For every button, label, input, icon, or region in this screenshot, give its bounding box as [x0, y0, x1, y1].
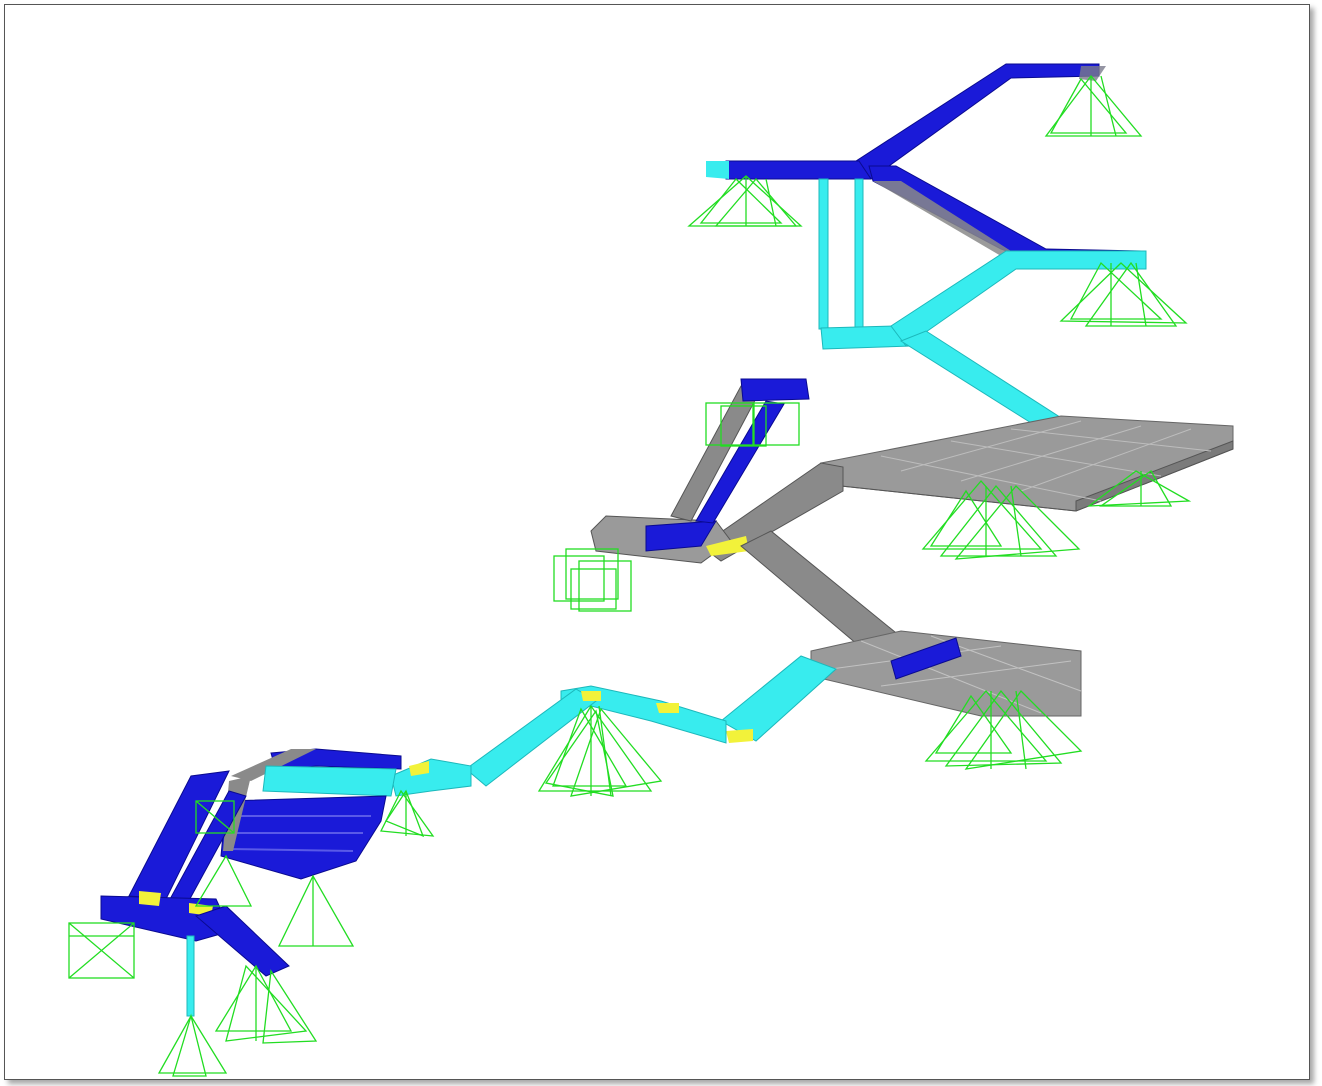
support-pyramid-8 — [379, 789, 435, 838]
ll-flight-c[interactable] — [195, 905, 290, 977]
bridge-seg-2[interactable] — [465, 688, 597, 787]
lower-cyan-release — [726, 729, 753, 743]
cyan-bridge[interactable] — [390, 685, 727, 797]
left-mid-landing-blue[interactable] — [645, 520, 717, 552]
ll-cyan-column[interactable] — [186, 935, 195, 1017]
support-pyramid-10 — [194, 854, 253, 907]
left-mid-release — [706, 536, 749, 556]
top-stair-assembly[interactable] — [706, 63, 1147, 427]
ll-steps-blue[interactable] — [220, 795, 387, 880]
mid-blue-flight[interactable] — [695, 400, 785, 524]
structure-3d-view[interactable] — [5, 5, 1309, 1079]
lower-gray-slab-assembly[interactable] — [720, 630, 1082, 743]
support-box-1 — [705, 402, 800, 447]
support-pyramid-3 — [1059, 261, 1188, 327]
ll-step-lines — [228, 815, 371, 852]
top-flight-right-shade — [1079, 66, 1106, 81]
upper-slab-grid — [880, 420, 1212, 502]
top-landing-left-tip — [706, 161, 729, 179]
bridge-seg-3[interactable] — [390, 758, 472, 797]
support-pyramid-2 — [687, 175, 803, 227]
support-pyramid-12 — [157, 1013, 228, 1077]
lower-left-assembly[interactable] — [100, 748, 402, 1017]
bridge-release-a — [581, 691, 601, 701]
top-column-b[interactable] — [854, 178, 864, 330]
top-flight-right[interactable] — [855, 63, 1100, 180]
top-landing-left[interactable] — [725, 160, 872, 180]
ll-base-release — [139, 891, 161, 906]
bridge-release-c — [409, 761, 429, 776]
support-pyramid-1 — [1044, 74, 1143, 137]
support-box-3 — [195, 800, 235, 834]
upper-gray-slab-assembly[interactable] — [590, 378, 1234, 657]
support-pyramid-4 — [921, 480, 1081, 560]
top-column-a[interactable] — [818, 178, 829, 330]
support-pyramid-7 — [537, 704, 663, 797]
top-cyan-flight-up[interactable] — [890, 250, 1147, 347]
bridge-release-b — [656, 703, 679, 713]
mid-top-block[interactable] — [740, 378, 810, 402]
ll-gray-edge — [231, 749, 316, 781]
support-box-2 — [553, 548, 632, 612]
supports — [68, 74, 1192, 1077]
support-pyramid-5 — [1086, 470, 1192, 507]
support-pyramid-6 — [924, 689, 1083, 770]
top-branch-lower-shade — [873, 181, 1011, 256]
support-box-4 — [68, 922, 135, 979]
support-pyramid-9 — [277, 874, 355, 947]
ll-steps-cyan[interactable] — [262, 765, 397, 797]
model-viewport-frame[interactable] — [4, 4, 1310, 1080]
upper-ramp-left[interactable] — [700, 462, 844, 562]
top-cyan-flight-down[interactable] — [899, 330, 1068, 427]
lower-slab-blue-panel[interactable] — [890, 637, 962, 680]
lower-cyan-diagonal[interactable] — [720, 655, 837, 742]
support-pyramid-11 — [214, 964, 318, 1044]
